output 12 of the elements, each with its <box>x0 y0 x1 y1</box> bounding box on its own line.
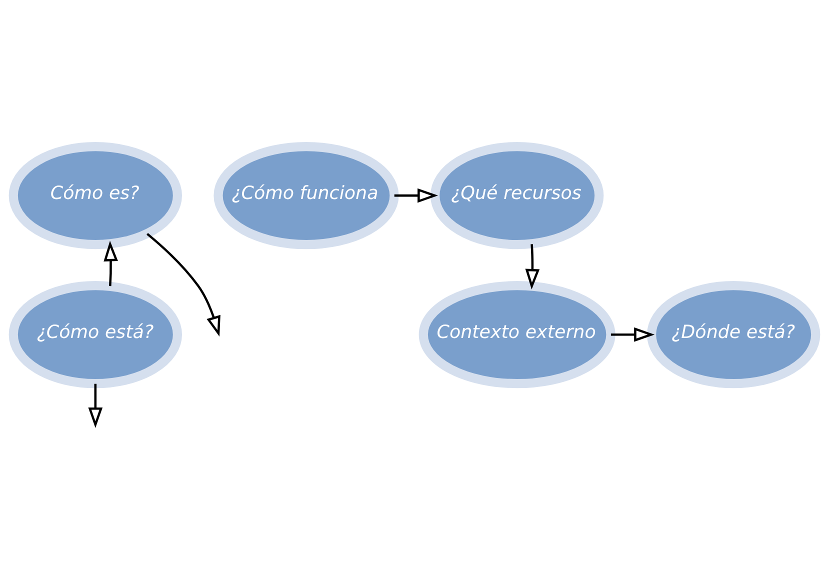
node-ellipse: ¿Cómo funciona <box>214 142 399 249</box>
arrow <box>394 188 438 202</box>
arrow <box>88 383 103 428</box>
node-ellipse: ¿Cómo está? <box>8 280 182 388</box>
node-ellipse: ¿Qué recursos <box>430 142 604 249</box>
arrow <box>146 232 220 336</box>
arrow <box>610 326 655 342</box>
node-ellipse: ¿Dónde está? <box>646 280 820 388</box>
arrow <box>104 240 118 286</box>
node-ellipse: Cómo es? <box>8 142 182 249</box>
arrow <box>525 244 540 290</box>
node-ellipse: Contexto externo <box>418 280 616 388</box>
